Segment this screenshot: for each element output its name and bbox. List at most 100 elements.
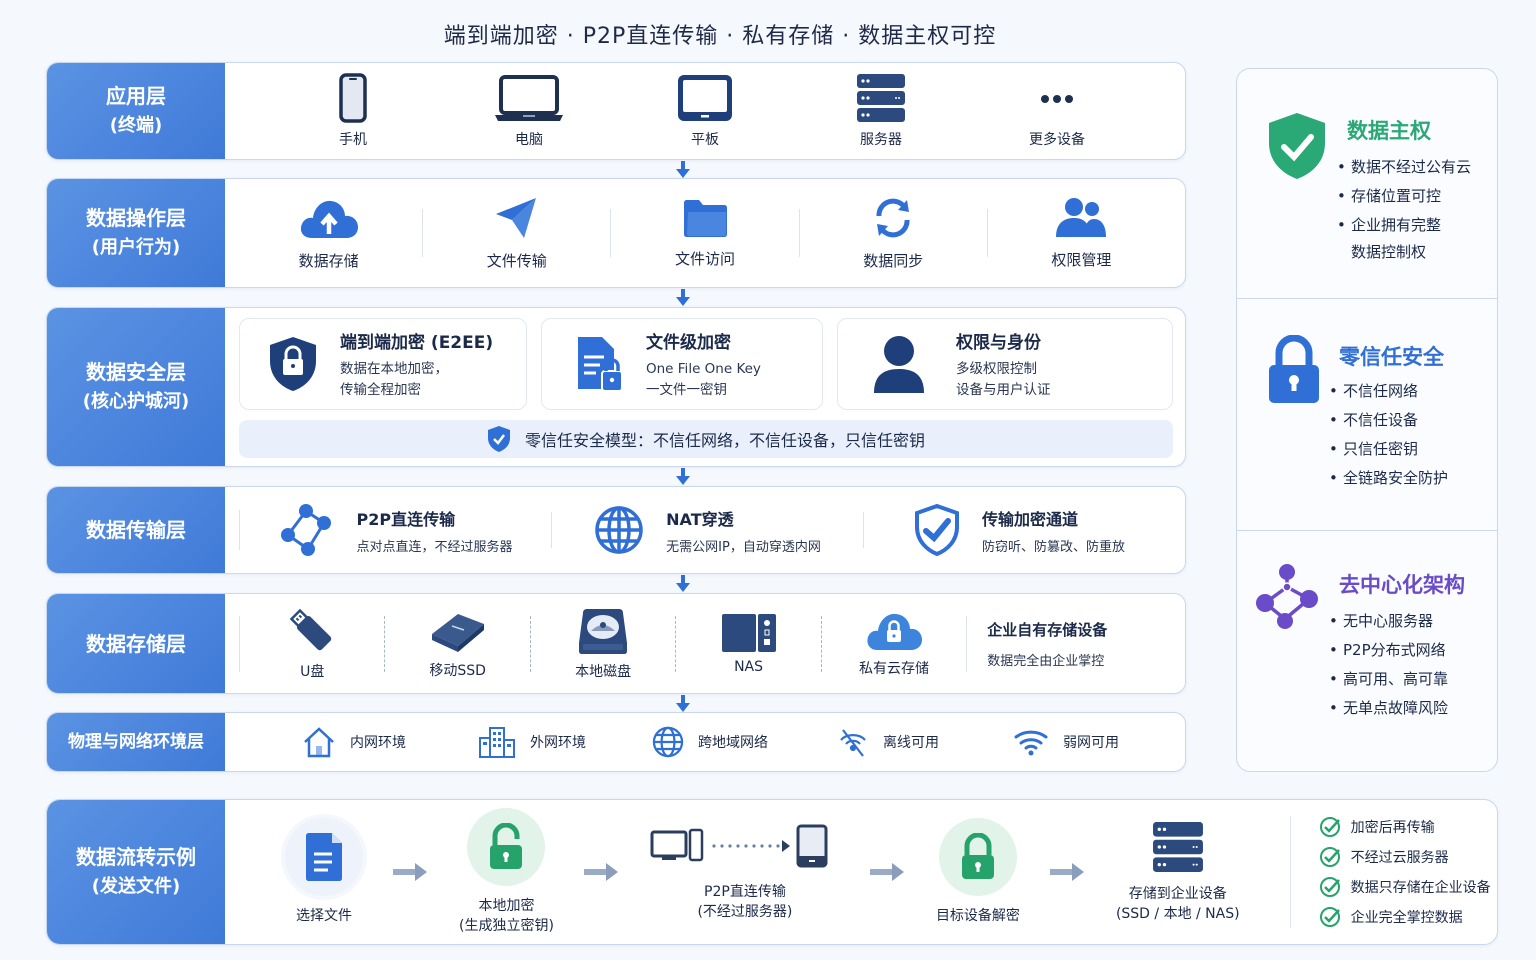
side-section-sovereignty: 数据主权 数据不经过公有云 存储位置可控 企业拥有完整 数据控制权 bbox=[1237, 69, 1497, 299]
op-permission: 权限管理 bbox=[988, 197, 1175, 270]
layer-environment: 物理与网络环境层 内网环境 外网环境 跨地域网络 离线可用 弱网可用 bbox=[46, 712, 1186, 772]
layer-storage: 数据存储层 U盘 移动SSD 本地磁盘 NAS 私有云存储 企业自有存储设备 bbox=[46, 593, 1186, 694]
layer-subtitle: (终端) bbox=[109, 115, 163, 136]
storage-private-cloud: 私有云存储 bbox=[822, 610, 966, 678]
document-icon bbox=[306, 833, 342, 881]
server-icon bbox=[1152, 822, 1203, 872]
shield-check-icon bbox=[1269, 113, 1325, 179]
security-card-identity: 权限与身份 多级权限控制 设备与用户认证 bbox=[837, 318, 1173, 410]
laptop-icon bbox=[495, 75, 563, 121]
wifi-icon bbox=[1014, 730, 1048, 756]
env-offline: 离线可用 bbox=[799, 726, 977, 758]
more-icon bbox=[1041, 95, 1073, 103]
tablet-icon bbox=[678, 75, 732, 121]
device-more: 更多设备 bbox=[969, 73, 1145, 149]
device-phone: 手机 bbox=[265, 73, 441, 149]
layer-title: 应用层 bbox=[106, 84, 166, 108]
layer-security: 数据安全层 (核心护城河) 端到端加密 (E2EE) 数据在本地加密， 传输全程… bbox=[46, 307, 1186, 467]
divider bbox=[551, 512, 552, 548]
layer-subtitle: (用户行为) bbox=[91, 237, 181, 258]
layer-subtitle: (核心护城河) bbox=[82, 391, 190, 412]
layer-title: 数据流转示例 bbox=[76, 845, 196, 869]
enterprise-storage-note: 企业自有存储设备 数据完全由企业掌控 bbox=[987, 620, 1108, 669]
flow-down-arrow-icon bbox=[676, 575, 690, 593]
p2p-network-icon bbox=[281, 504, 332, 556]
server-icon bbox=[857, 74, 905, 122]
layer-title: 物理与网络环境层 bbox=[68, 732, 204, 752]
storage-nas: NAS bbox=[676, 613, 820, 675]
side-panel: 数据主权 数据不经过公有云 存储位置可控 企业拥有完整 数据控制权 零信任安全 … bbox=[1236, 68, 1498, 772]
paper-plane-icon bbox=[495, 197, 536, 238]
flow-step-local-encrypt: 本地加密 (生成独立密钥) bbox=[459, 808, 554, 936]
lock-icon bbox=[1269, 335, 1319, 403]
check-circle-icon bbox=[1319, 817, 1340, 837]
check-circle-icon bbox=[1319, 877, 1340, 897]
divider bbox=[820, 615, 822, 672]
transport-nat: NAT穿透 无需公网IP，自动穿透内网 bbox=[552, 505, 863, 555]
env-weak-network: 弱网可用 bbox=[977, 727, 1155, 757]
check-circle-icon bbox=[1319, 907, 1340, 927]
page-title: 端到端加密 · P2P直连传输 · 私有存储 · 数据主权可控 bbox=[443, 24, 997, 49]
globe-icon bbox=[652, 726, 684, 758]
check-circle-icon bbox=[1319, 847, 1340, 867]
folder-icon bbox=[684, 199, 727, 237]
nas-icon bbox=[721, 613, 776, 652]
layer-subtitle: (发送文件) bbox=[91, 876, 181, 897]
unlock-icon bbox=[490, 823, 523, 869]
shield-check-icon bbox=[487, 426, 510, 452]
check-item: 数据只存储在企业设备 bbox=[1319, 876, 1491, 898]
phone-icon bbox=[339, 73, 367, 123]
transport-encrypted-channel: 传输加密通道 防窃听、防篡改、防重放 bbox=[864, 503, 1175, 557]
file-lock-icon bbox=[578, 337, 623, 392]
transport-p2p: P2P直连传输 点对点直连，不经过服务器 bbox=[240, 503, 551, 557]
env-internet: 外网环境 bbox=[443, 726, 621, 758]
device-tablet: 平板 bbox=[617, 73, 793, 149]
section-title: 去中心化架构 bbox=[1339, 573, 1465, 597]
storage-usb: U盘 bbox=[240, 607, 384, 681]
cloud-upload-icon bbox=[300, 200, 358, 238]
section-title: 零信任安全 bbox=[1339, 345, 1444, 369]
portable-ssd-icon bbox=[431, 613, 484, 652]
env-cross-region: 跨地域网络 bbox=[621, 726, 799, 758]
flow-down-arrow-icon bbox=[676, 468, 690, 486]
p2p-devices-icon bbox=[650, 824, 828, 868]
user-icon bbox=[874, 336, 924, 393]
storage-disk: 本地磁盘 bbox=[531, 607, 675, 681]
op-data-storage: 数据存储 bbox=[235, 196, 422, 271]
shield-check-icon bbox=[914, 503, 959, 557]
section-title: 数据主权 bbox=[1347, 119, 1431, 143]
check-item: 企业完全掌控数据 bbox=[1319, 906, 1491, 928]
arrow-right-icon bbox=[1049, 863, 1084, 881]
home-icon bbox=[304, 727, 334, 758]
divider bbox=[863, 512, 864, 548]
side-section-zero-trust: 零信任安全 不信任网络 不信任设备 只信任密钥 全链路安全防护 bbox=[1237, 299, 1497, 531]
flow-down-arrow-icon bbox=[676, 161, 690, 179]
arrow-right-icon bbox=[583, 863, 618, 881]
usb-drive-icon bbox=[289, 608, 332, 650]
zero-trust-banner: 零信任安全模型：不信任网络，不信任设备，只信任密钥 bbox=[239, 420, 1173, 458]
flow-step-select-file: 选择文件 bbox=[285, 818, 363, 926]
layer-title: 数据传输层 bbox=[86, 518, 186, 542]
layer-label: 应用层 (终端) bbox=[47, 63, 225, 159]
decentralized-network-icon bbox=[1256, 564, 1318, 629]
op-file-transfer: 文件传输 bbox=[423, 196, 610, 271]
op-data-sync: 数据同步 bbox=[800, 196, 987, 271]
device-server: 服务器 bbox=[793, 73, 969, 149]
flow-step-target-decrypt: 目标设备解密 bbox=[936, 818, 1020, 926]
hard-disk-icon bbox=[579, 608, 628, 654]
env-intranet: 内网环境 bbox=[265, 726, 443, 758]
globe-icon bbox=[595, 506, 643, 554]
divider bbox=[798, 209, 800, 257]
divider bbox=[422, 209, 424, 257]
layer-title: 数据操作层 bbox=[86, 206, 186, 230]
lock-icon bbox=[961, 833, 994, 879]
side-section-decentralized: 去中心化架构 无中心服务器 P2P分布式网络 高可用、高可靠 无单点故障风险 bbox=[1237, 531, 1497, 771]
layer-application: 应用层 (终端) 手机 电脑 平板 服务器 更多设备 bbox=[46, 62, 1186, 160]
divider bbox=[384, 615, 386, 672]
storage-ssd: 移动SSD bbox=[385, 608, 529, 680]
flow-step-p2p-transfer: P2P直连传输 (不经过服务器) bbox=[650, 822, 840, 922]
sync-icon bbox=[876, 198, 910, 237]
check-item: 加密后再传输 bbox=[1319, 816, 1491, 838]
building-icon bbox=[479, 727, 515, 758]
security-card-e2ee: 端到端加密 (E2EE) 数据在本地加密， 传输全程加密 bbox=[239, 318, 527, 410]
